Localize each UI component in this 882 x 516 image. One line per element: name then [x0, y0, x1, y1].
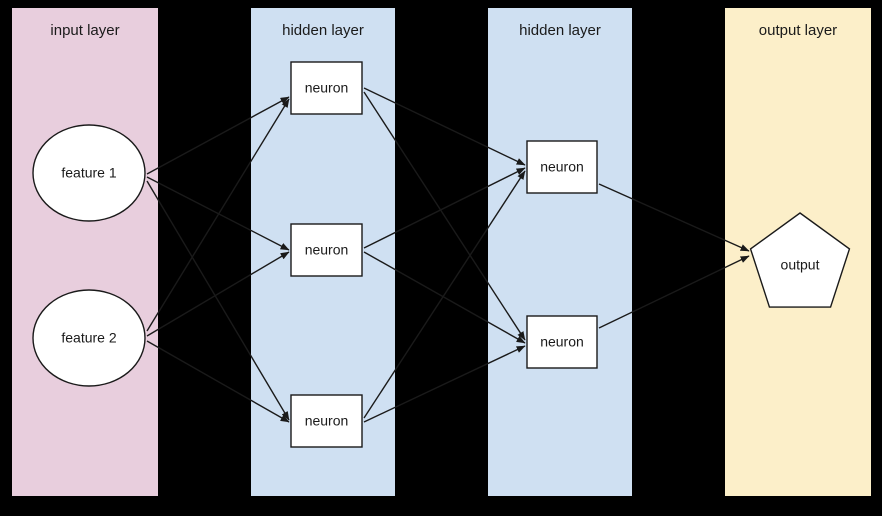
node-shape-hidden1-neuron-1[interactable] — [290, 61, 363, 115]
layer-title-hidden-layer-2: hidden layer — [519, 22, 601, 39]
node-shape-hidden2-neuron-1[interactable] — [526, 140, 598, 194]
edge-hidden1-neuron-2-to-hidden2-neuron-1 — [363, 167, 526, 249]
node-label-hidden2-neuron-2: neuron — [540, 334, 584, 350]
layer-title-hidden-layer-1: hidden layer — [282, 22, 364, 39]
node-shape-output-node[interactable] — [749, 212, 851, 308]
node-label-output-node: output — [781, 257, 820, 273]
edge-feature-2-to-hidden1-neuron-2 — [146, 251, 290, 337]
layer-backgrounds — [12, 8, 871, 496]
node-shape-hidden1-neuron-2[interactable] — [290, 223, 363, 277]
node-label-hidden2-neuron-1: neuron — [540, 159, 584, 175]
edge-feature-2-to-hidden1-neuron-3 — [146, 340, 290, 423]
node-label-hidden1-neuron-1: neuron — [305, 80, 349, 96]
node-shape-feature-2[interactable] — [32, 289, 146, 387]
node-label-feature-2: feature 2 — [61, 330, 116, 346]
nodes: feature 1 feature 2 neuron neuron neuron neur… — [32, 61, 851, 448]
node-label-hidden1-neuron-3: neuron — [305, 413, 349, 429]
node-shape-hidden2-neuron-2[interactable] — [526, 315, 598, 369]
edge-hidden1-neuron-1-to-hidden2-neuron-2 — [363, 91, 526, 341]
node-shape-hidden1-neuron-3[interactable] — [290, 394, 363, 448]
layer-titles: input layer hidden layer hidden layer outpu… — [50, 22, 837, 39]
node-label-feature-1: feature 1 — [61, 165, 116, 181]
edge-hidden1-neuron-2-to-hidden2-neuron-2 — [363, 251, 526, 344]
edge-feature-1-to-hidden1-neuron-2 — [146, 176, 290, 251]
node-shape-feature-1[interactable] — [32, 124, 146, 222]
edge-feature-1-to-hidden1-neuron-1 — [146, 96, 290, 175]
layer-title-input-layer: input layer — [50, 22, 119, 39]
connection-edges — [146, 87, 750, 423]
node-label-hidden1-neuron-2: neuron — [305, 242, 349, 258]
edge-hidden1-neuron-1-to-hidden2-neuron-1 — [363, 87, 526, 166]
edge-hidden1-neuron-3-to-hidden2-neuron-2 — [363, 345, 526, 423]
edge-hidden1-neuron-3-to-hidden2-neuron-1 — [363, 170, 526, 419]
edge-hidden2-neuron-2-to-output-node — [598, 255, 750, 329]
edge-hidden2-neuron-1-to-output-node — [598, 183, 750, 252]
layer-background-input-layer — [12, 8, 158, 496]
layer-title-output-layer: output layer — [759, 22, 837, 39]
edge-feature-1-to-hidden1-neuron-3 — [146, 180, 290, 421]
edge-feature-2-to-hidden1-neuron-1 — [146, 98, 290, 332]
layer-background-hidden-layer-2 — [488, 8, 632, 496]
